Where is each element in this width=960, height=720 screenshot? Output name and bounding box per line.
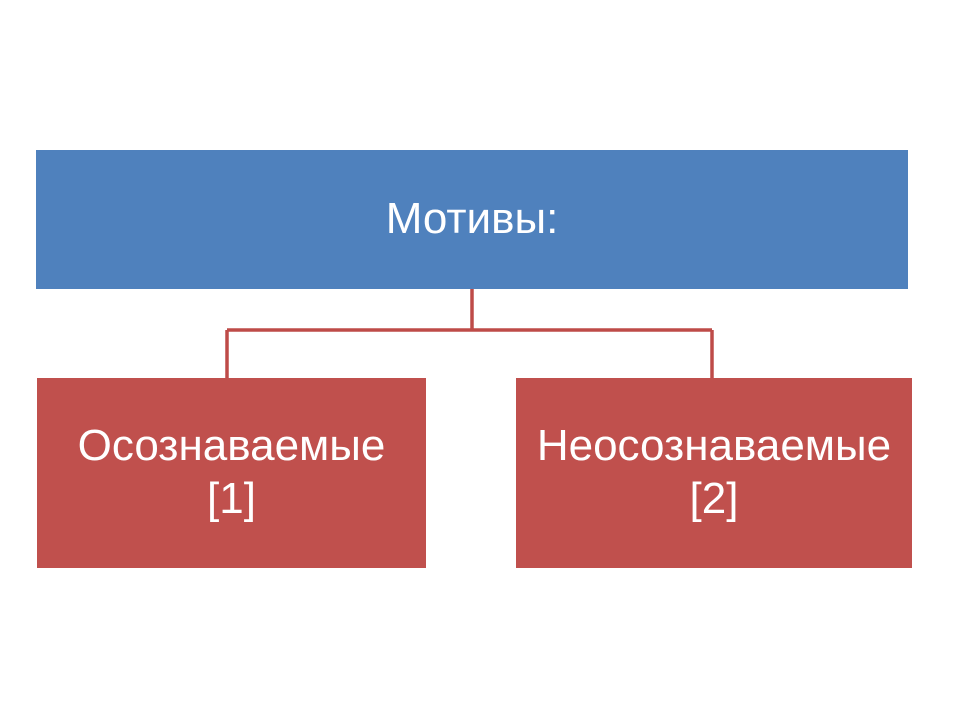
conscious-node-label-line1: Осознаваемые — [77, 421, 386, 471]
conscious-node-label-line2: [1] — [207, 474, 256, 523]
root-node-label: Мотивы: — [385, 194, 559, 244]
diagram-node-conscious[interactable]: Осознаваемые [1] — [37, 378, 426, 568]
diagram-node-unconscious[interactable]: Неосознаваемые [2] — [516, 378, 912, 568]
unconscious-node-label-line2: [2] — [689, 474, 739, 523]
connector-path — [225, 289, 714, 379]
diagram-node-root[interactable]: Мотивы: — [36, 150, 908, 289]
unconscious-node-label-line1: Неосознаваемые — [536, 421, 892, 471]
